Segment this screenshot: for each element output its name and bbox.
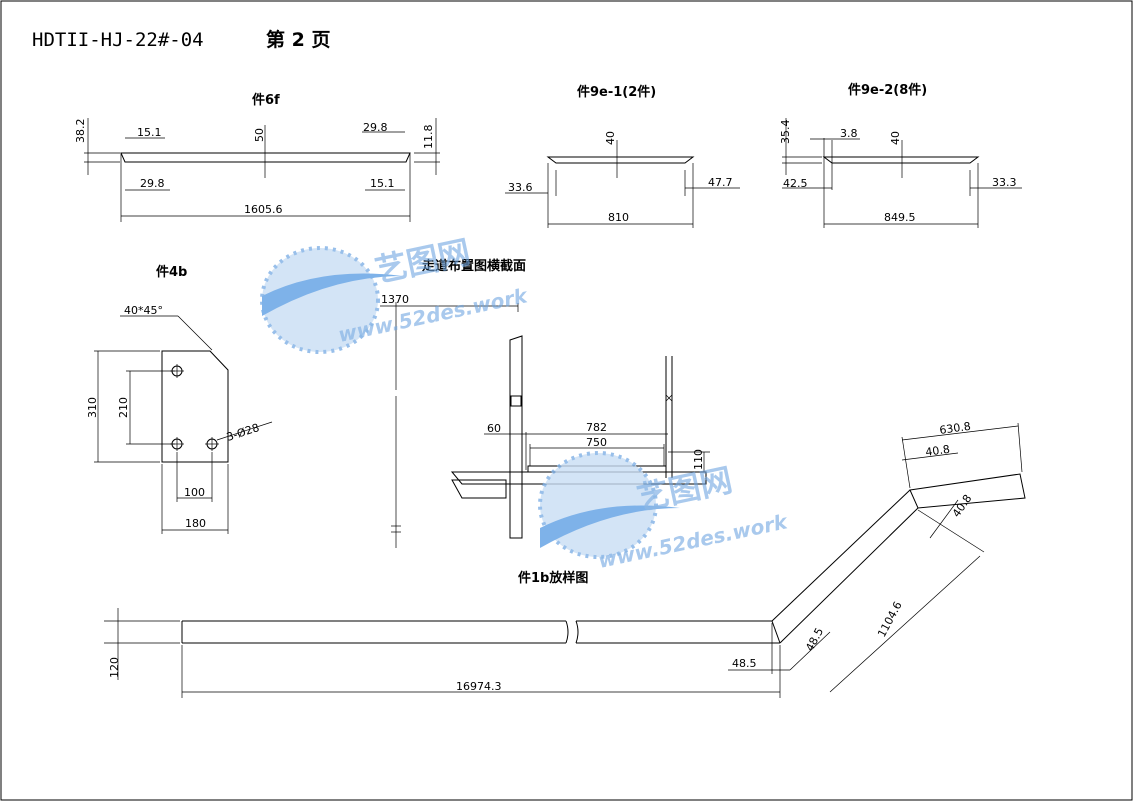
part-4b-title: 件4b xyxy=(156,264,187,280)
dim-4b-holes: 3-Ø28 xyxy=(225,421,261,444)
dim-1b-diag-offset: 48.5 xyxy=(803,626,826,654)
walkway-section: 走道布置图横截面 1370 60 782 750 110 xyxy=(380,258,710,548)
dim-walkway-60: 60 xyxy=(487,422,501,435)
part-9e2-title: 件9e-2(8件) xyxy=(848,82,927,98)
dim-9e2-right: 33.3 xyxy=(992,176,1017,189)
part-6f-plate xyxy=(120,152,411,163)
dim-6f-height: 38.2 xyxy=(74,119,87,144)
dim-walkway-750: 750 xyxy=(586,436,607,449)
walkway-title: 走道布置图横截面 xyxy=(422,258,526,274)
page-number: 第 2 页 xyxy=(266,28,330,51)
part-9e1-title: 件9e-1(2件) xyxy=(577,84,656,100)
drawing-number: HDTII-HJ-22#-04 xyxy=(32,29,204,51)
watermark-brand-2: 艺图网 xyxy=(634,461,736,518)
part-4b-plate xyxy=(161,350,229,463)
dim-walkway-782: 782 xyxy=(586,421,607,434)
dim-1b-length: 16974.3 xyxy=(456,680,502,693)
part-9e1: 件9e-1(2件) 40 33.6 47.7 810 xyxy=(505,84,740,228)
watermark-logo-2: 艺图网 www.52des.work xyxy=(538,451,791,573)
dim-6f-top-left: 15.1 xyxy=(137,126,162,139)
dim-walkway-110: 110 xyxy=(692,449,705,470)
dim-9e1-height: 40 xyxy=(604,131,617,145)
dim-1b-end-angle: 40.8 xyxy=(950,492,975,520)
dim-4b-width: 180 xyxy=(185,517,206,530)
dim-9e2-top: 3.8 xyxy=(840,127,858,140)
dim-9e1-right: 47.7 xyxy=(708,176,733,189)
part-1b-end xyxy=(909,473,1026,509)
dim-4b-chamfer: 40*45° xyxy=(124,304,163,317)
part-9e1-plate xyxy=(546,156,695,164)
dim-6f-top-right: 29.8 xyxy=(363,121,388,134)
part-9e2-plate xyxy=(822,156,980,164)
dim-6f-bottom-left: 29.8 xyxy=(140,177,165,190)
dim-4b-height: 310 xyxy=(86,397,99,418)
dim-9e1-length: 810 xyxy=(608,211,629,224)
part-1b-title: 件1b放样图 xyxy=(518,570,588,586)
dim-9e1-left: 33.6 xyxy=(508,181,533,194)
dim-4b-hole-gap: 100 xyxy=(184,486,205,499)
watermark-brand-1: 艺图网 xyxy=(372,233,474,290)
part-9e2: 件9e-2(8件) 35.4 3.8 40 42.5 33.3 849.5 xyxy=(779,82,1022,228)
dim-4b-hole-spacing: 210 xyxy=(117,397,130,418)
dim-1b-width: 120 xyxy=(108,657,121,678)
dim-walkway-1370: 1370 xyxy=(381,293,409,306)
dim-1b-diag-length: 1104.6 xyxy=(875,599,905,639)
part-6f: 件6f 38.2 15.1 50 29.8 11.8 29.8 15.1 160… xyxy=(74,92,440,222)
part-4b: 件4b 40*45° 310 210 3-Ø28 100 180 xyxy=(86,264,273,534)
dim-1b-end-offset: 40.8 xyxy=(925,443,951,459)
dim-9e2-left: 42.5 xyxy=(783,177,808,190)
dim-1b-offset: 48.5 xyxy=(732,657,757,670)
dim-9e2-center: 40 xyxy=(889,131,902,145)
dim-6f-bottom-right: 15.1 xyxy=(370,177,395,190)
walkway-post xyxy=(509,335,523,539)
dim-6f-thickness: 11.8 xyxy=(422,125,435,150)
dim-1b-end-length: 630.8 xyxy=(939,420,972,437)
dim-9e2-height: 35.4 xyxy=(779,120,792,145)
part-6f-title: 件6f xyxy=(252,92,280,108)
dim-9e2-length: 849.5 xyxy=(884,211,916,224)
dim-6f-length: 1605.6 xyxy=(244,203,283,216)
dim-6f-center: 50 xyxy=(253,128,266,142)
